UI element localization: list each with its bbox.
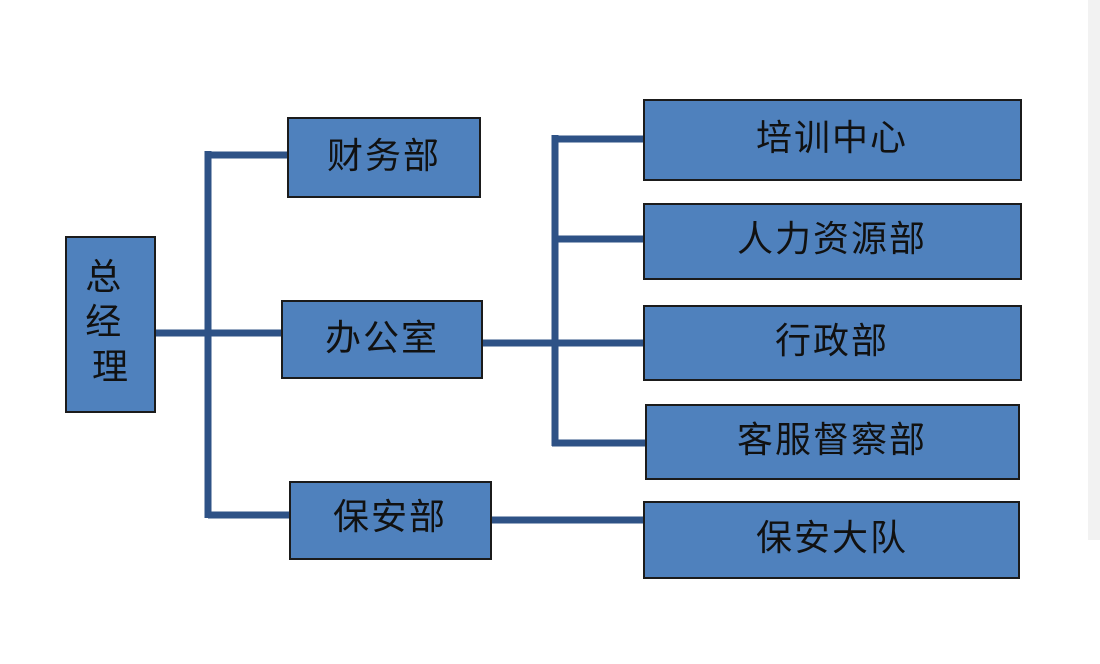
node-training-center: 培训中心 xyxy=(643,99,1022,181)
root-char-1: 总 xyxy=(85,257,123,298)
node-admin: 行政部 xyxy=(643,305,1022,381)
root-char-3: 理 xyxy=(92,347,130,388)
root-char-2: 经 xyxy=(85,302,123,343)
node-security-team: 保安大队 xyxy=(643,501,1020,579)
node-security: 保安部 xyxy=(289,481,492,560)
scrollbar-track xyxy=(1088,0,1100,540)
node-general-manager: 总 经 理 xyxy=(65,236,156,413)
node-label-security-team: 保安大队 xyxy=(756,518,908,559)
connector-lines xyxy=(156,135,646,524)
node-hr: 人力资源部 xyxy=(643,203,1022,280)
node-office: 办公室 xyxy=(281,300,483,379)
node-label-service: 客服督察部 xyxy=(737,420,927,461)
node-label-office: 办公室 xyxy=(325,318,439,359)
node-label-training: 培训中心 xyxy=(756,118,908,159)
node-finance: 财务部 xyxy=(287,117,481,198)
node-label-security: 保安部 xyxy=(333,497,447,538)
node-label-finance: 财务部 xyxy=(327,136,441,177)
node-label-root: 总 经 理 xyxy=(85,257,136,388)
node-label-admin: 行政部 xyxy=(775,321,889,362)
node-label-hr: 人力资源部 xyxy=(737,219,927,260)
node-customer-service: 客服督察部 xyxy=(645,404,1020,480)
